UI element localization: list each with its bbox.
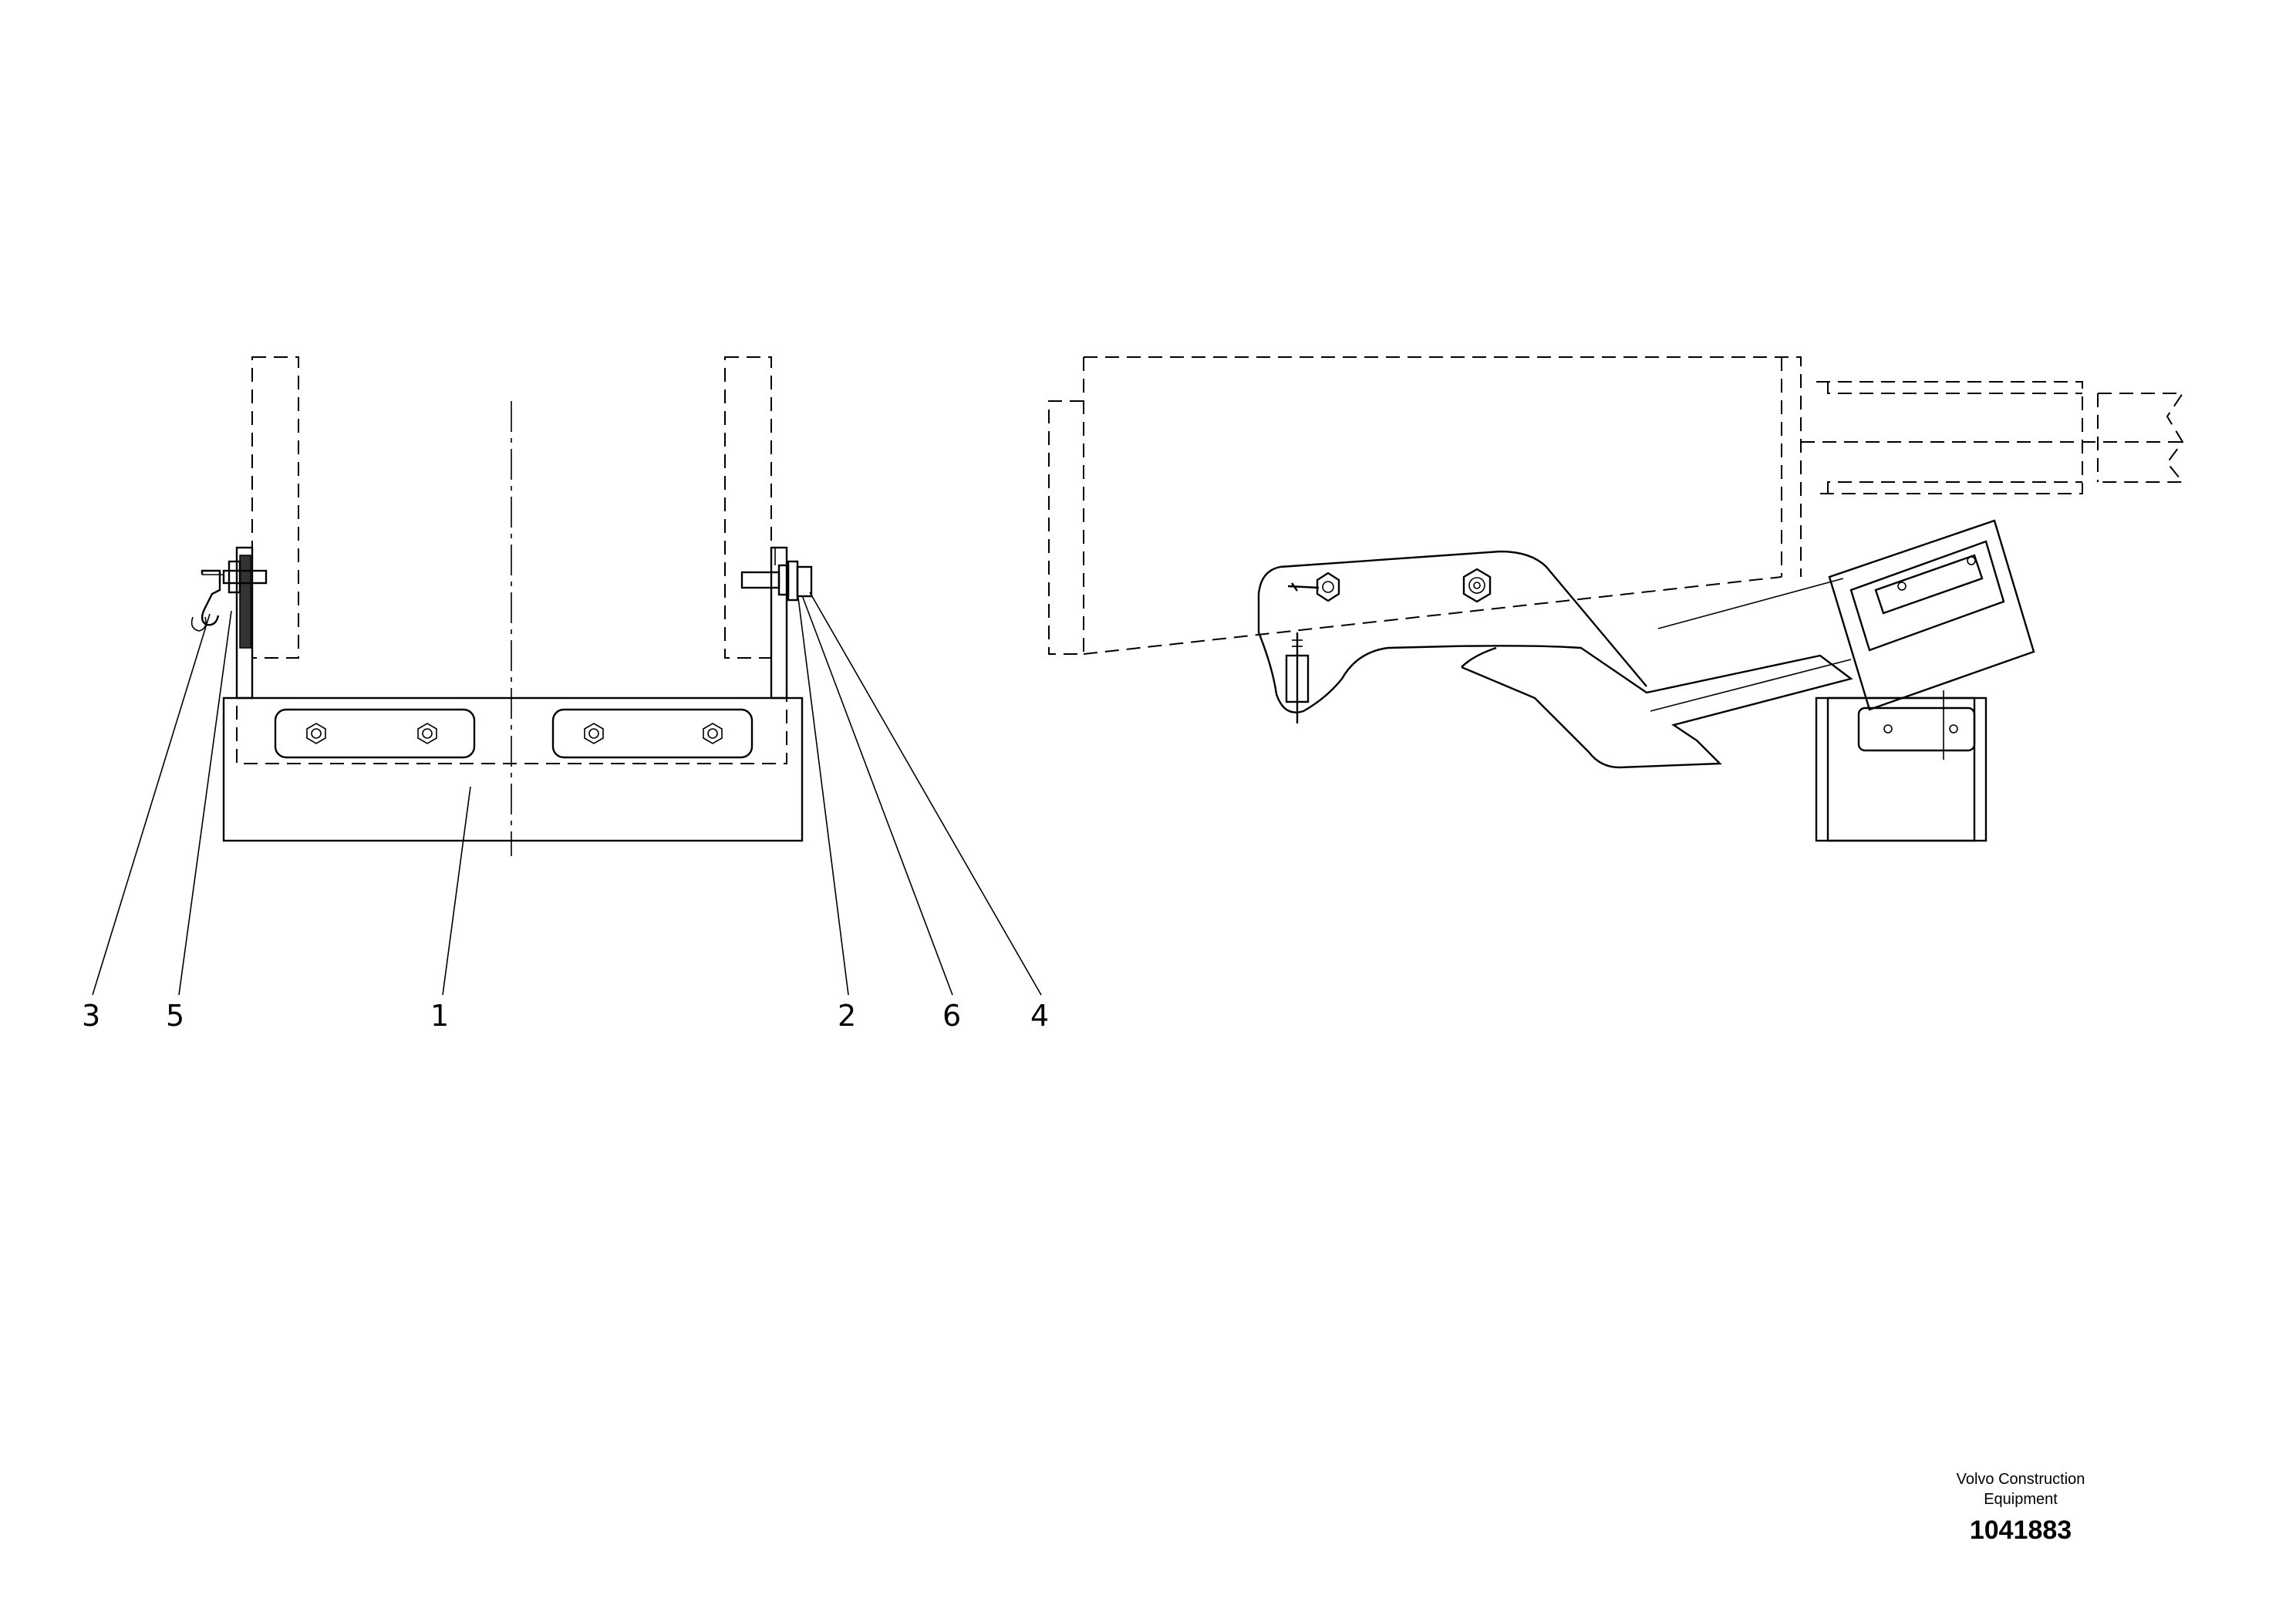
left-slot [274, 708, 476, 759]
phantom-right-upright [724, 356, 772, 659]
right-pin-assembly [740, 548, 813, 602]
left-hatched-plate [239, 555, 251, 649]
callout-4: 4 [1030, 999, 1049, 1033]
phantom-frame [1048, 356, 2185, 655]
bolt-heads [306, 723, 723, 744]
company-name-line1: Volvo Construction [1956, 1471, 2085, 1488]
company-name-line2: Equipment [1984, 1491, 2058, 1508]
arm-top-edge [1279, 550, 1647, 687]
callout-6: 6 [942, 999, 961, 1033]
left-pin-assembly [190, 560, 268, 632]
arm-bolts [1287, 568, 1492, 603]
arm-blade-line-2 [1650, 659, 1852, 712]
right-slot [551, 708, 754, 759]
scraper-body [222, 696, 804, 842]
arm-blade-line [1657, 578, 1844, 629]
phantom-inner-outline [236, 697, 787, 764]
phantom-left-upright [251, 356, 299, 659]
arm-inner-edge [1461, 646, 1497, 668]
callout-3: 3 [82, 999, 100, 1033]
leader-lines [92, 592, 1042, 996]
callout-2: 2 [838, 999, 856, 1033]
callout-1: 1 [430, 999, 449, 1033]
front-view: 3 5 1 2 6 4 [82, 356, 1049, 1033]
callout-5: 5 [166, 999, 184, 1033]
title-block: Volvo Construction Equipment 1041883 [1905, 1469, 2136, 1546]
blade-holder-lower [1815, 690, 1988, 842]
side-view [1048, 356, 2185, 842]
blade-holder-upper [1828, 519, 2035, 711]
scraper-arm [1257, 565, 1853, 769]
adjuster-bolt [1285, 632, 1310, 723]
document-number: 1041883 [1969, 1516, 2072, 1545]
